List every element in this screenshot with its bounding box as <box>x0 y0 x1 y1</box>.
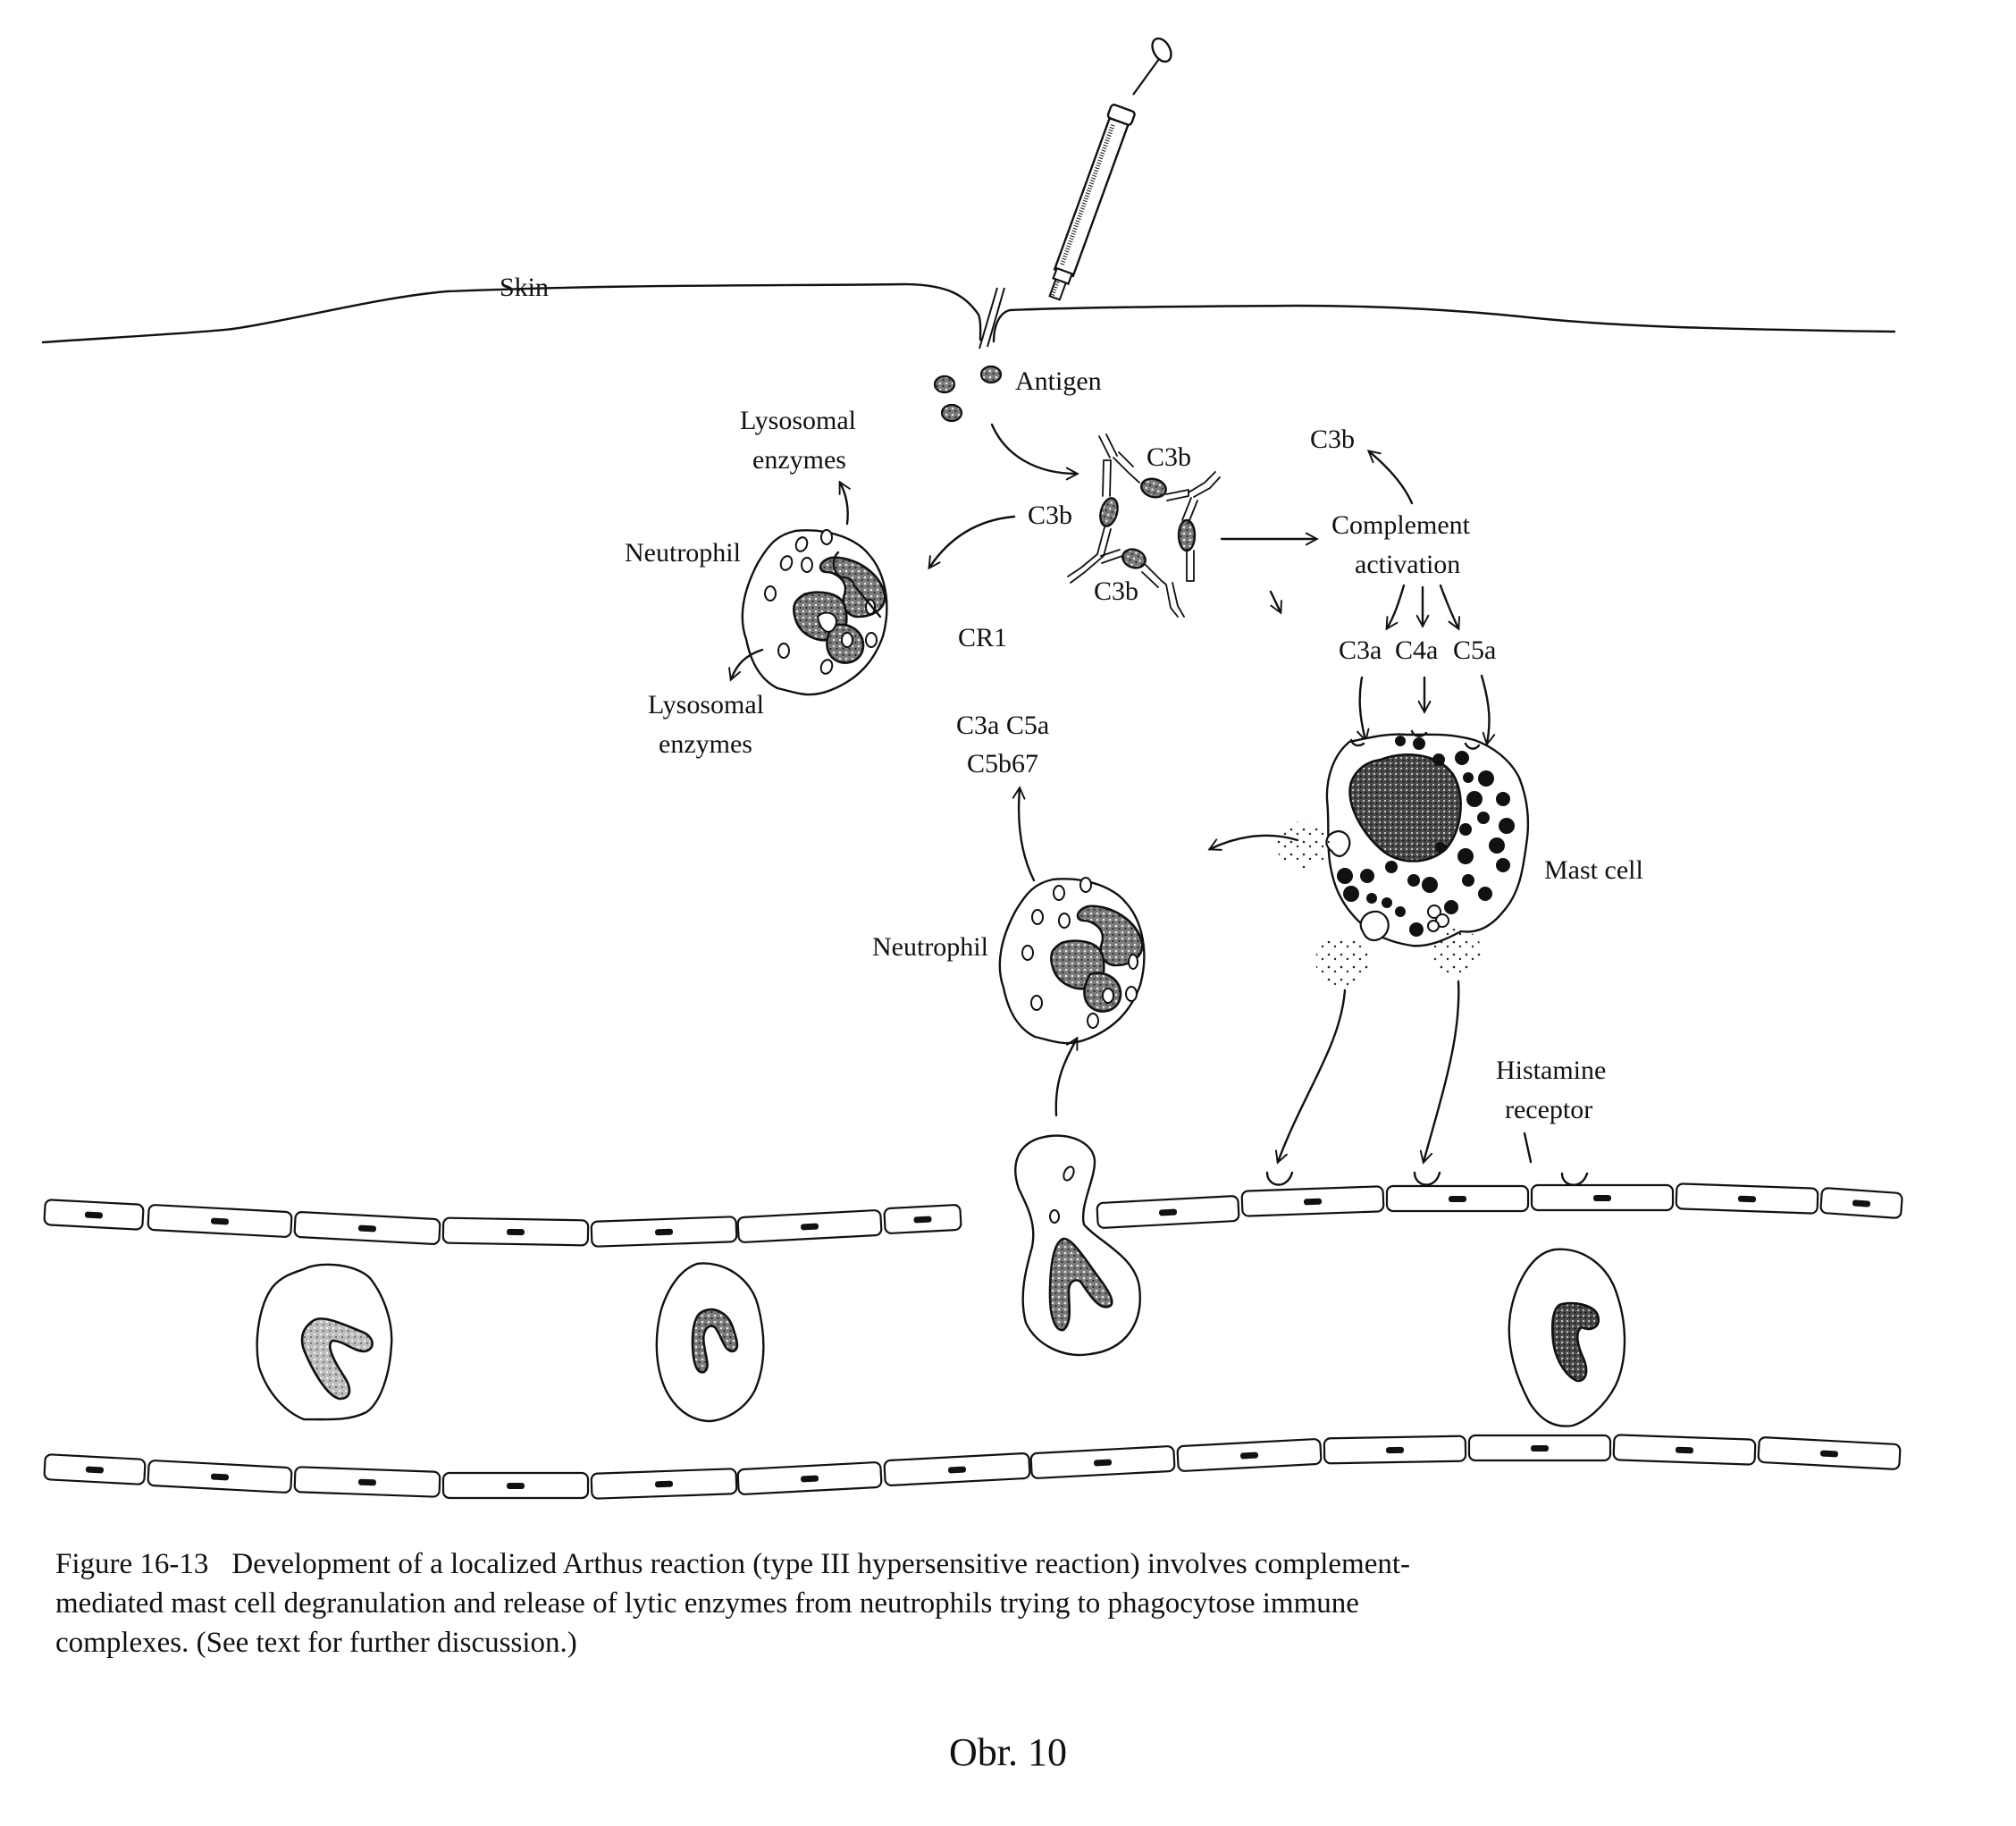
lysosomal-top-label-line2: enzymes <box>752 445 846 475</box>
cr1-receptor-icon <box>832 551 842 578</box>
figure-number: Figure 16-13 <box>55 1548 209 1580</box>
arrow-to-c3b-released <box>1366 450 1414 505</box>
figure-footer-label: Obr. 10 <box>949 1730 1067 1774</box>
vessel-wall-lower <box>43 1434 1902 1500</box>
endothelial-cell-icon <box>1819 1187 1903 1219</box>
caption-text: Development of a localized Arthus reacti… <box>55 1548 1411 1659</box>
arrow-emigration <box>1054 1036 1079 1117</box>
endothelial-cell-icon <box>1176 1438 1323 1472</box>
endothelial-cell-icon <box>1323 1435 1467 1465</box>
antigen-icon <box>933 365 1003 423</box>
chemotactic-label-line2: C5b67 <box>967 749 1038 778</box>
complement-activation-label-line2: activation <box>1355 550 1460 579</box>
endothelial-cell-icon <box>43 1199 145 1231</box>
skin-label: Skin <box>500 273 549 302</box>
arrow-c3b-to-cr1 <box>928 515 1016 570</box>
arrow-lysosomal-top <box>838 480 851 526</box>
endothelial-cell-icon <box>441 1471 590 1500</box>
c4a-label: C4a <box>1395 635 1438 665</box>
neutrophil-top-label: Neutrophil <box>625 538 741 568</box>
arrow-complex-down <box>1269 590 1282 615</box>
endothelial-cell-icon <box>293 1466 441 1498</box>
syringe-icon <box>979 37 1172 349</box>
intravascular-neutrophil-icon <box>655 1262 765 1423</box>
c5a-label: C5a <box>1453 635 1496 665</box>
lysosomal-bottom-label-line1: Lysosomal <box>648 690 764 719</box>
endothelial-cell-icon <box>736 1209 883 1243</box>
neutrophil-icon <box>741 529 888 696</box>
arrow-c5a-to-mast <box>1480 674 1496 746</box>
endothelial-cell-icon <box>883 1452 1031 1486</box>
arrow-c3a-to-mast <box>1357 676 1370 743</box>
arrow-histamine-left <box>1274 989 1347 1165</box>
c3b-label-left: C3b <box>1028 501 1072 530</box>
endothelial-cell-icon <box>1029 1445 1176 1479</box>
c3a-label: C3a <box>1339 635 1382 665</box>
arrow-antigen-to-complex <box>990 423 1079 481</box>
endothelial-cell-icon <box>1096 1195 1240 1229</box>
complement-activation-label-line1: Complement <box>1331 510 1471 540</box>
cr1-label: CR1 <box>958 623 1007 652</box>
neutrophil-icon <box>998 877 1146 1045</box>
intravascular-neutrophil-icon <box>256 1263 393 1421</box>
histamine-receptor-label-line2: receptor <box>1505 1095 1592 1124</box>
immune-complex-icon <box>1067 433 1221 618</box>
endothelial-cell-icon <box>1385 1184 1530 1213</box>
arrow-to-c3a <box>1385 584 1406 631</box>
arrow-to-c5a <box>1439 584 1461 631</box>
mast-cell-label: Mast cell <box>1544 855 1643 885</box>
endothelial-cell-icon <box>736 1461 883 1495</box>
endothelial-cell-icon <box>1757 1436 1902 1470</box>
arrow-lysosomal-bottom <box>728 648 764 682</box>
mast-cell-icon <box>1276 729 1530 986</box>
endothelial-cell-icon <box>1240 1185 1385 1217</box>
endothelial-cell-icon <box>883 1204 962 1234</box>
endothelial-cell-icon <box>1675 1182 1819 1215</box>
intravascular-neutrophil-icon <box>1508 1248 1626 1427</box>
histamine-receptor-label-line1: Histamine <box>1496 1056 1606 1085</box>
emigrating-neutrophil-icon <box>1014 1134 1141 1357</box>
vessel-wall-upper <box>43 1182 1903 1248</box>
arrow-mast-to-neutrophil <box>1207 834 1299 851</box>
lysosomal-bottom-label-line2: enzymes <box>659 729 752 759</box>
endothelial-cell-icon <box>590 1216 738 1248</box>
endothelial-cell-icon <box>147 1460 293 1494</box>
endothelial-cell-icon <box>590 1468 738 1500</box>
arrow-histamine-right <box>1419 980 1460 1165</box>
neutrophil-mid-label: Neutrophil <box>872 932 988 962</box>
endothelial-cell-icon <box>1467 1434 1612 1462</box>
endothelial-cell-icon <box>43 1453 147 1485</box>
endothelial-cell-icon <box>293 1211 441 1245</box>
endothelial-cell-icon <box>1612 1434 1757 1466</box>
antigen-label: Antigen <box>1015 366 1102 396</box>
arrow-neutrophil-to-chemotactic <box>1012 786 1036 882</box>
histamine-receptor-pointer <box>1523 1132 1533 1164</box>
lysosomal-top-label-line1: Lysosomal <box>740 406 856 435</box>
c3b-label-bottom: C3b <box>1094 576 1138 606</box>
c3b-released-label: C3b <box>1310 425 1355 454</box>
chemotactic-label-line1: C3a C5a <box>956 711 1049 740</box>
endothelial-cell-icon <box>441 1216 590 1247</box>
histamine-receptor-icon <box>1265 1171 1589 1186</box>
c3b-label-top: C3b <box>1147 442 1191 472</box>
cr1-pointer <box>852 583 882 618</box>
endothelial-cell-icon <box>1530 1183 1675 1212</box>
endothelial-cell-icon <box>147 1204 293 1238</box>
skin-surface <box>41 282 1896 344</box>
